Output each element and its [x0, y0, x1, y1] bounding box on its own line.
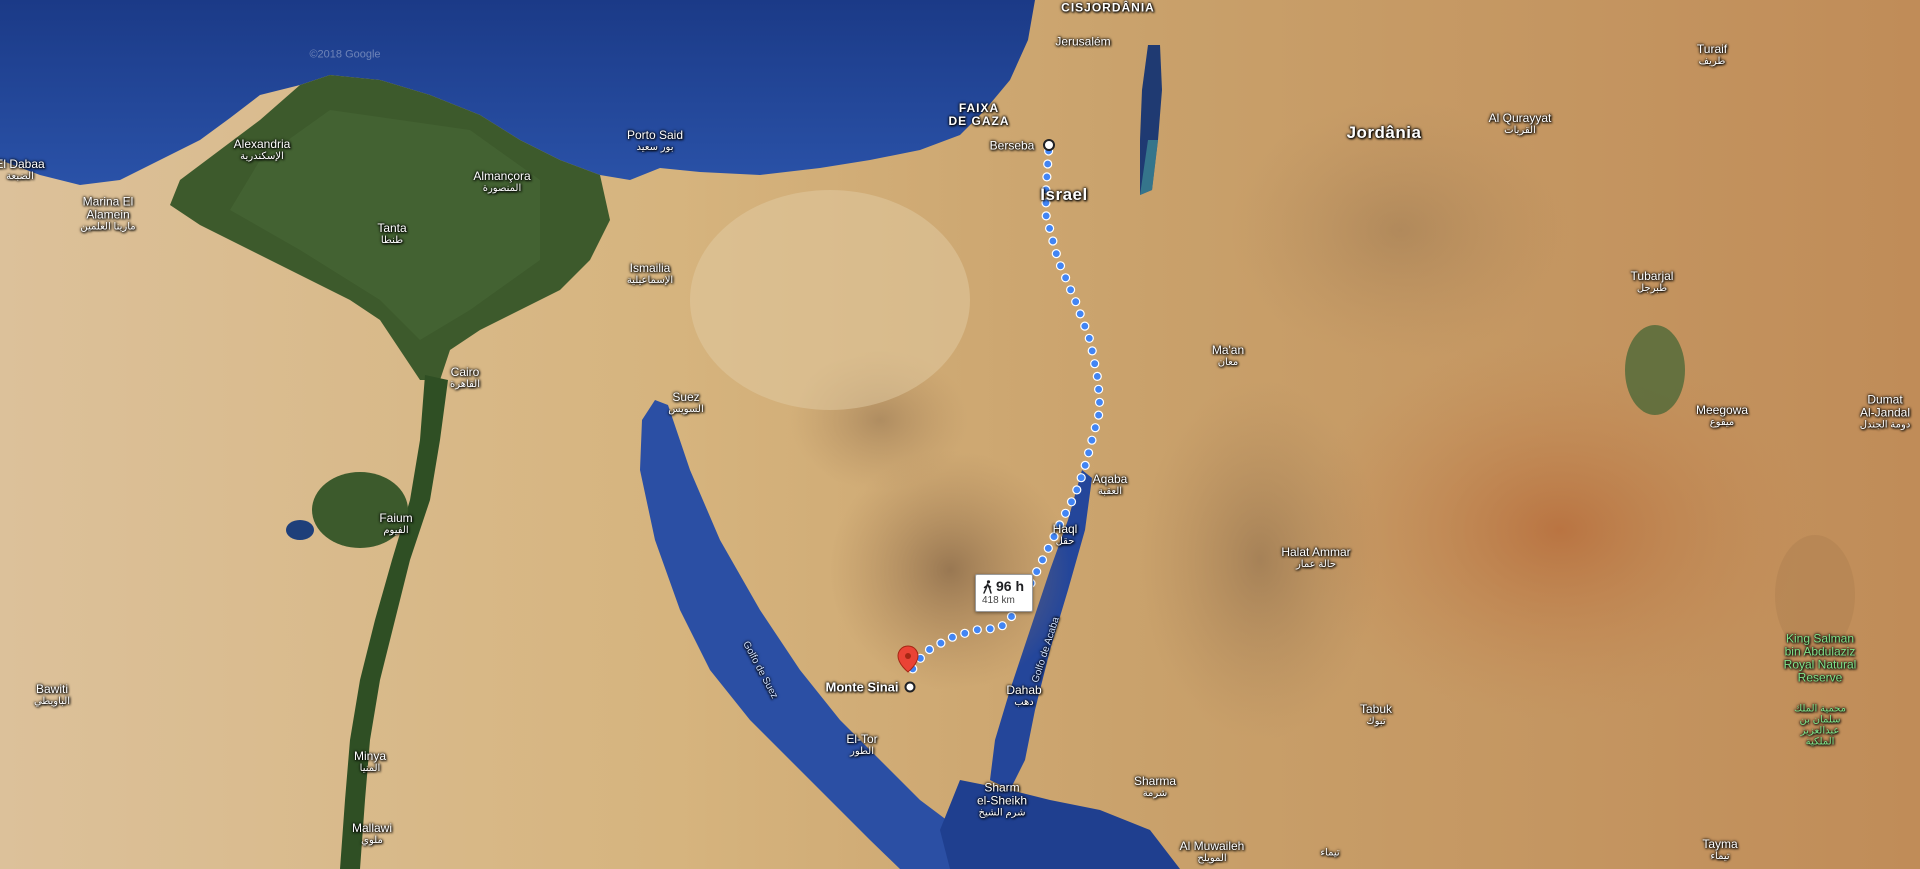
label-tayma-ar: تيماء [1320, 847, 1340, 859]
route-dot [1080, 460, 1090, 470]
label-golfo-suez: Golfo de Suez [740, 639, 780, 701]
route-dot [1080, 321, 1090, 331]
route-dot [1044, 223, 1055, 233]
route-dot [1093, 410, 1104, 420]
label-golfo-aqaba: Golfo de Acaba [1030, 615, 1062, 685]
route-dot [1032, 566, 1042, 577]
route-origin-marker[interactable] [1043, 139, 1055, 151]
route-dot [1087, 435, 1097, 445]
route-dot [1037, 555, 1048, 565]
label-cisjordania: CISJORDÂNIA [1061, 0, 1155, 15]
route-duration: 96 h [996, 578, 1025, 594]
label-king-salman: King Salman bin Abdulaziz Royal Natural … [1783, 631, 1857, 685]
route-dot [1060, 508, 1071, 518]
destination-pin-icon[interactable] [897, 645, 919, 673]
route-dot [1051, 249, 1061, 259]
route-dot [1043, 159, 1053, 169]
route-dot [1075, 309, 1085, 319]
route-dot [1084, 333, 1094, 343]
route-dot [985, 624, 995, 634]
label-monte-sinai: Monte Sinai [825, 679, 899, 695]
route-dot [1093, 384, 1104, 394]
walking-person-icon [983, 579, 992, 594]
nile-valley [340, 375, 448, 869]
route-dot [1041, 185, 1051, 195]
route-dot [1041, 198, 1051, 208]
route-dot [1087, 346, 1097, 356]
route-dot [924, 644, 935, 655]
route-dot [1054, 520, 1065, 530]
label-jordania: Jordânia [1346, 123, 1422, 142]
route-dot [1090, 359, 1100, 369]
route-info-card[interactable]: 96 h 418 km [975, 574, 1033, 612]
route-dot [1092, 371, 1102, 381]
destination-dot [904, 681, 916, 693]
route-dot [1055, 261, 1066, 271]
route-dot [1094, 397, 1105, 407]
route-dot [1048, 236, 1058, 246]
route-dot [1072, 485, 1082, 495]
route-dot [1066, 497, 1077, 507]
route-dot [1060, 273, 1071, 283]
map-watermark: ©2018 Google [309, 48, 381, 61]
route-dot [1043, 543, 1053, 553]
label-berseba: Berseba [989, 138, 1035, 153]
route-dot [1042, 172, 1052, 182]
route-dot [1071, 297, 1081, 307]
route-dot [972, 625, 982, 635]
route-dot [997, 621, 1007, 631]
route-dot [1041, 211, 1051, 221]
route-dot [1006, 611, 1017, 622]
route-dot [947, 632, 958, 642]
faiyum-oasis [312, 472, 408, 548]
label-king-salman-ar: محمية الملك سلمان بن عبدالعزيز الملكية [1793, 703, 1847, 748]
route-distance: 418 km [982, 595, 1015, 606]
route-dot [1076, 473, 1086, 483]
route-dot [1065, 285, 1076, 295]
route-dot [1083, 448, 1094, 458]
red-sea [940, 780, 1180, 869]
route-dot [936, 638, 946, 648]
label-israel: Israel [1040, 185, 1088, 204]
label-faixa-gaza: FAIXA DE GAZA [948, 101, 1010, 128]
label-jerusalem: Jerusalém [1055, 34, 1111, 49]
mediterranean-sea [0, 0, 1035, 185]
route-dot [1049, 531, 1059, 542]
route-dot [960, 628, 970, 638]
route-dot [1090, 423, 1100, 433]
